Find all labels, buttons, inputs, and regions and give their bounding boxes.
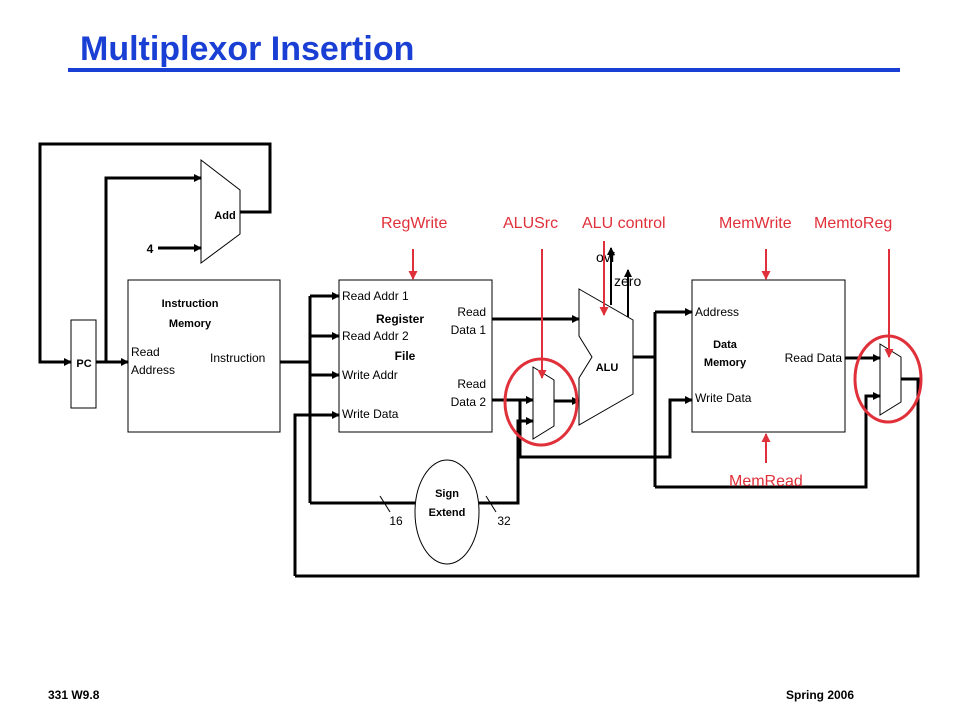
memtoreg-mux <box>879 343 902 416</box>
rf-read-data-2-a: Read <box>457 377 486 391</box>
sign-extend-output-width: 32 <box>497 514 511 528</box>
alusrc-mux-highlight <box>503 357 579 447</box>
slide-title: Multiplexor Insertion <box>80 30 415 68</box>
memwrite-label: MemWrite <box>719 215 792 232</box>
sign-extend-label-1: Sign <box>435 488 459 500</box>
sign-extend-input-width: 16 <box>389 514 403 528</box>
footer-term: Spring 2006 <box>786 688 855 702</box>
adder-label: Add <box>214 210 235 222</box>
imem-read-address-1: Read <box>131 345 160 359</box>
alu-control-label: ALU control <box>582 215 666 232</box>
rf-read-data-1-b: Data 1 <box>451 323 487 337</box>
alusrc-mux <box>532 366 555 440</box>
dmem-address-label: Address <box>695 305 739 319</box>
title-underline <box>68 68 900 72</box>
instruction-memory-box <box>127 279 281 433</box>
alu-flag-wires <box>607 247 632 317</box>
dmem-write-data-label: Write Data <box>695 391 752 405</box>
sign-extend-unit <box>414 459 480 565</box>
rf-read-addr-2: Read Addr 2 <box>342 329 409 343</box>
control-signal-arrows <box>408 241 894 463</box>
rf-write-addr: Write Addr <box>342 368 398 382</box>
dmem-read-data-label: Read Data <box>785 351 843 365</box>
control-signal-labels: RegWrite ALUSrc ALU control MemWrite Mem… <box>381 215 892 490</box>
register-file-box <box>338 279 493 433</box>
imem-title-2: Memory <box>169 318 212 330</box>
dmem-title-1: Data <box>713 339 738 351</box>
pc-label: PC <box>76 358 91 370</box>
rf-read-addr-1: Read Addr 1 <box>342 289 409 303</box>
memtoreg-mux-highlight <box>853 334 923 424</box>
alu-label: ALU <box>596 362 619 374</box>
constant-four: 4 <box>147 242 154 256</box>
alu-shape <box>578 288 634 426</box>
memread-label: MemRead <box>729 473 803 490</box>
adder-shape <box>200 158 241 264</box>
bus-width-ticks <box>379 495 497 513</box>
rf-title-1: Register <box>376 312 424 326</box>
imem-instruction-label: Instruction <box>210 351 265 365</box>
alusrc-label: ALUSrc <box>503 215 558 232</box>
regwrite-label: RegWrite <box>381 215 447 232</box>
sign-extend-label-2: Extend <box>429 507 466 519</box>
memtoreg-label: MemtoReg <box>814 215 892 232</box>
imem-read-address-2: Address <box>131 363 175 377</box>
rf-title-2: File <box>395 349 416 363</box>
pc-register <box>70 319 97 409</box>
rf-read-data-1-a: Read <box>457 305 486 319</box>
datapath-wires <box>38 142 920 578</box>
footer-course: 331 W9.8 <box>48 688 100 702</box>
imem-title-1: Instruction <box>162 298 219 310</box>
rf-write-data: Write Data <box>342 407 399 421</box>
mux-highlights <box>503 334 923 447</box>
data-memory-box <box>691 279 846 433</box>
rf-read-data-2-b: Data 2 <box>451 395 487 409</box>
dmem-title-2: Memory <box>704 357 747 369</box>
